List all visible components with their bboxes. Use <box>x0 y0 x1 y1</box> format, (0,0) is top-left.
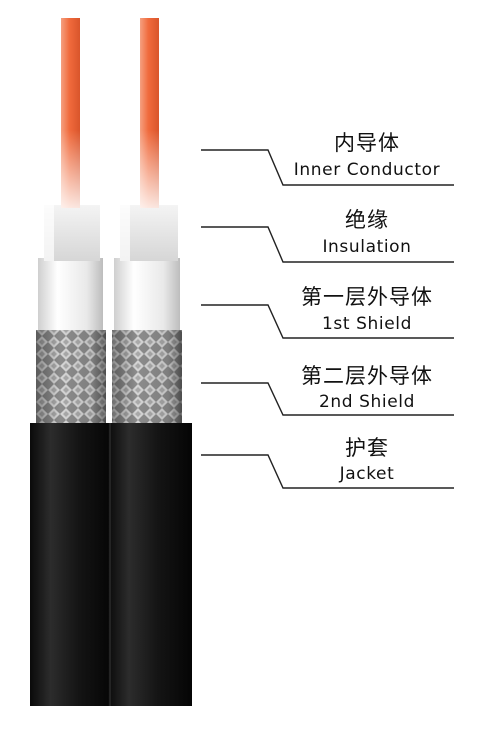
label-first-shield-en: 1st Shield <box>321 314 412 334</box>
leader-first-shield <box>201 304 454 339</box>
left-cable <box>30 18 112 706</box>
label-insulation-en: Insulation <box>322 237 412 257</box>
left-jacket <box>30 423 112 706</box>
label-inner-conductor-zh: 内导体 <box>334 131 400 155</box>
label-first-shield-zh: 第一层外导体 <box>301 285 433 309</box>
left-insulation <box>38 258 103 330</box>
label-second-shield-zh: 第二层外导体 <box>301 364 433 388</box>
leader-jacket <box>201 454 454 489</box>
label-insulation-zh: 绝缘 <box>345 208 389 232</box>
label-jacket-en: Jacket <box>339 464 395 484</box>
label-second-shield-en: 2nd Shield <box>318 392 416 412</box>
label-jacket-zh: 护套 <box>345 436 389 460</box>
label-inner-conductor-en: Inner Conductor <box>293 160 441 180</box>
leader-inner-conductor <box>201 149 454 186</box>
right-insulation <box>114 258 180 330</box>
right-cable <box>108 18 192 706</box>
right-jacket <box>108 423 192 706</box>
leader-second-shield <box>201 382 454 416</box>
leader-insulation <box>201 226 454 263</box>
